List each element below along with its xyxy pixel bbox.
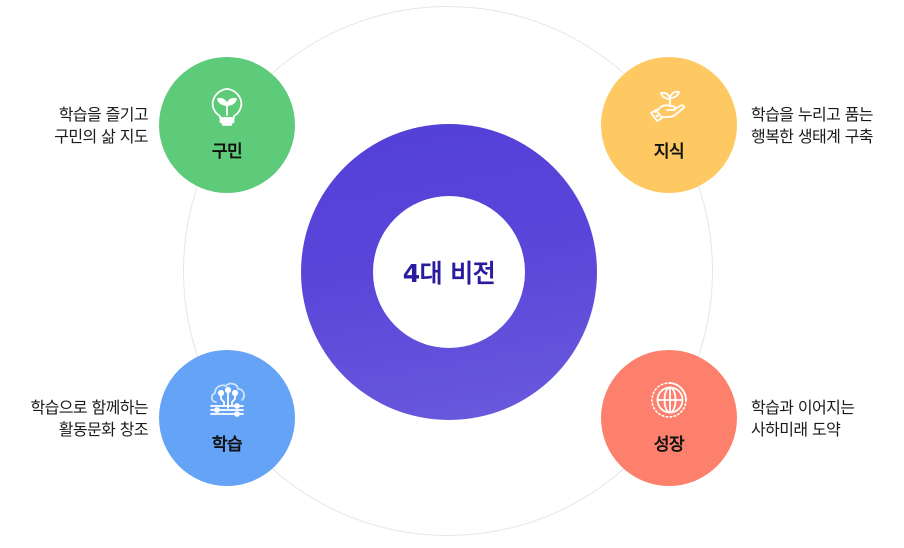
globe-icon <box>647 378 691 422</box>
node-label: 지식 <box>653 141 685 162</box>
node-jisik: 지식 <box>601 57 737 193</box>
desc-line: 학습과 이어지는 <box>751 398 855 417</box>
vision-donut: 4대 비전 <box>301 124 597 420</box>
node-label: 구민 <box>211 141 243 162</box>
node-haksup: 학습 <box>159 350 295 486</box>
node-desc-gumin: 학습을 즐기고 구민의 삶 지도 <box>54 104 148 148</box>
desc-line: 학습을 즐기고 <box>58 105 149 124</box>
vision-title: 4대 비전 <box>402 259 496 288</box>
desc-line: 행복한 생태계 구축 <box>751 127 874 146</box>
outer-orbit-ring <box>183 6 713 536</box>
node-desc-seongjang: 학습과 이어지는 사하미래 도약 <box>751 397 855 441</box>
node-seongjang: 성장 <box>601 350 737 486</box>
hand-sprout-icon <box>647 85 691 129</box>
desc-line: 구민의 삶 지도 <box>54 127 148 146</box>
node-desc-haksup: 학습으로 함께하는 활동문화 창조 <box>30 397 149 441</box>
node-gumin: 구민 <box>159 57 295 193</box>
lightbulb-sprout-icon <box>205 85 249 129</box>
desc-line: 학습으로 함께하는 <box>30 398 149 417</box>
desc-line: 활동문화 창조 <box>58 420 149 439</box>
node-label: 학습 <box>211 434 243 455</box>
node-desc-jisik: 학습을 누리고 품는 행복한 생태계 구축 <box>751 104 874 148</box>
vision-center: 4대 비전 <box>373 196 525 348</box>
cloud-network-icon <box>205 378 249 422</box>
desc-line: 학습을 누리고 품는 <box>751 105 874 124</box>
node-label: 성장 <box>653 434 685 455</box>
desc-line: 사하미래 도약 <box>751 420 841 439</box>
